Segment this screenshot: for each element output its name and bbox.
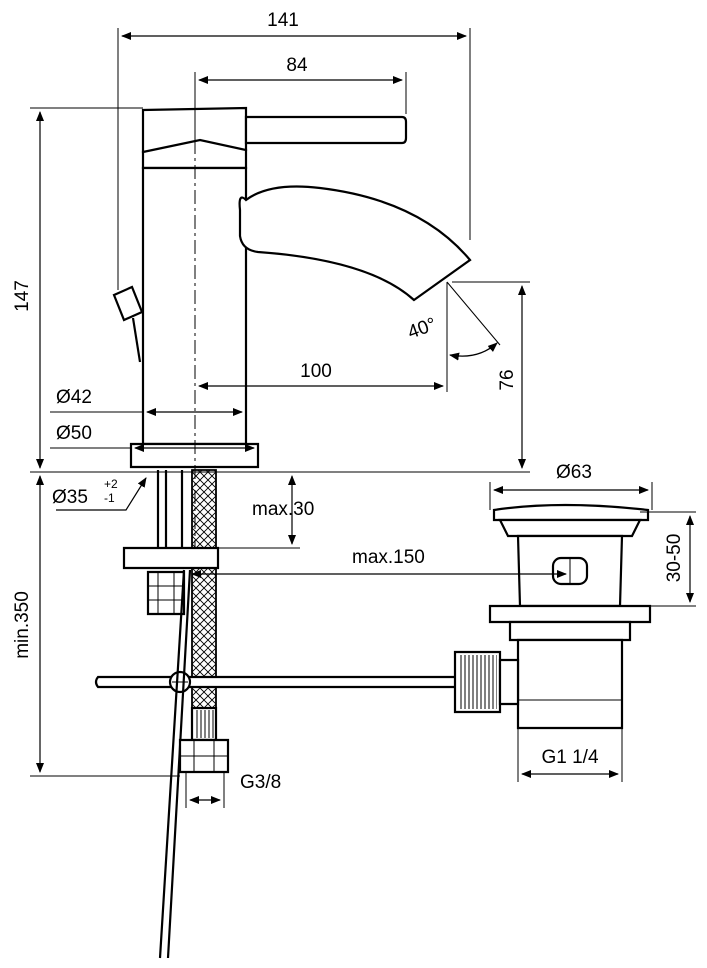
lever-handle <box>141 106 408 170</box>
label-hole-tolerance-minus: -1 <box>104 491 115 505</box>
faucet-assembly <box>94 106 472 959</box>
mounting-shank <box>156 470 168 548</box>
label-deck-thickness: max.30 <box>252 499 314 520</box>
label-spout-angle: 40° <box>405 314 439 344</box>
waste-flange <box>488 604 652 624</box>
label-lever-length: 84 <box>286 55 308 76</box>
spout <box>238 185 472 302</box>
fixing-plate <box>122 546 220 570</box>
label-total-width: 141 <box>267 10 299 31</box>
dimension-labels: 141 84 147 100 40° 76 Ø42 Ø50 Ø35 +2 -1 … <box>12 10 685 793</box>
label-supply-thread: G3/8 <box>240 772 281 793</box>
label-hole-tolerance-plus: +2 <box>104 477 118 491</box>
label-waste-thread: G1 1/4 <box>541 747 598 768</box>
label-spout-reach: 100 <box>300 361 332 382</box>
label-total-height: 147 <box>12 280 33 312</box>
pop-up-waste <box>453 503 652 730</box>
pull-rod-knob <box>112 285 144 363</box>
hose-connector <box>178 706 230 774</box>
label-pull-rod-reach: max.150 <box>352 547 425 568</box>
label-hole-diameter: Ø35 <box>52 487 88 508</box>
label-supply-length: min.350 <box>12 591 33 659</box>
label-body-diameter-base: Ø50 <box>56 423 92 444</box>
label-body-diameter-top: Ø42 <box>56 387 92 408</box>
label-spout-height: 76 <box>497 369 518 390</box>
label-waste-diameter: Ø63 <box>556 462 592 483</box>
pull-rod-horizontal <box>94 675 472 689</box>
waste-plug <box>492 503 650 522</box>
label-waste-range: 30-50 <box>664 534 685 583</box>
hex-nut <box>146 570 186 616</box>
dimension-lines <box>30 28 696 808</box>
